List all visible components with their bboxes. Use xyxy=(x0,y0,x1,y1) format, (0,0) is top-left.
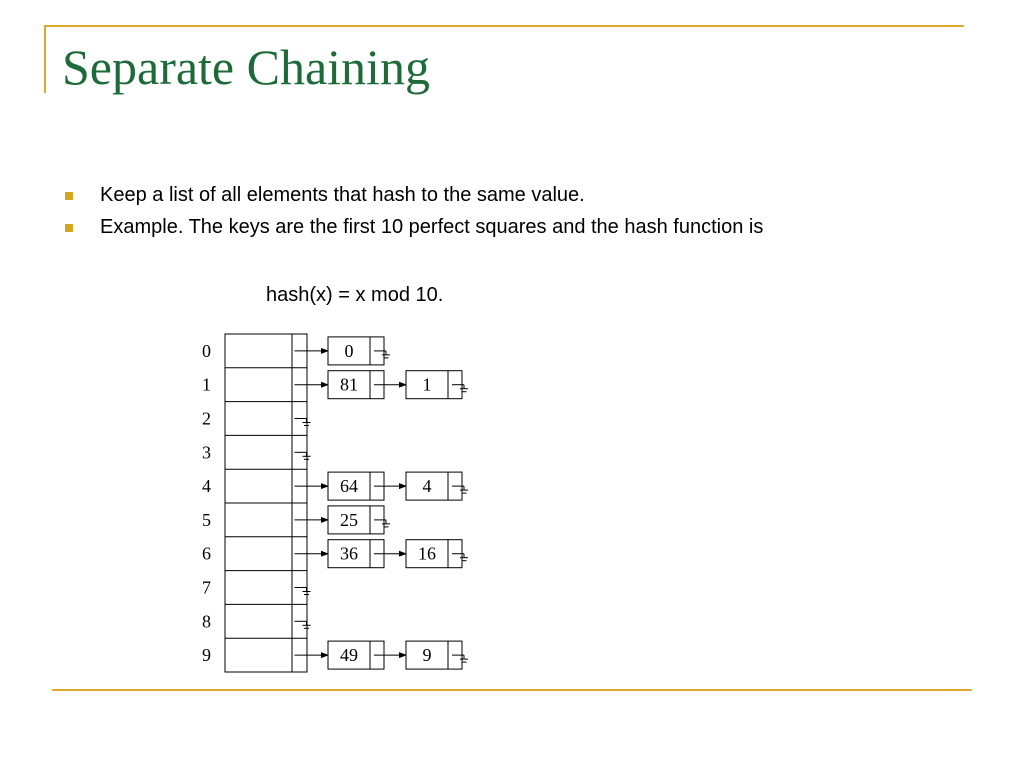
slide-title: Separate Chaining xyxy=(62,39,430,95)
null-pointer-icon xyxy=(452,485,468,494)
null-pointer-icon xyxy=(452,654,468,663)
chain-node: 64 xyxy=(327,471,385,501)
bucket-index-label: 5 xyxy=(202,510,211,530)
null-pointer-icon xyxy=(374,519,390,528)
hash-formula: hash(x) = x mod 10. xyxy=(266,284,444,306)
bullet-text: Example. The keys are the first 10 perfe… xyxy=(100,216,764,238)
null-pointer-icon xyxy=(294,620,311,629)
bullet-text: Keep a list of all elements that hash to… xyxy=(100,184,585,206)
bucket-index-label: 7 xyxy=(202,578,211,598)
chain-node-value: 0 xyxy=(345,341,354,361)
null-pointer-icon xyxy=(294,418,311,426)
null-pointer-icon xyxy=(452,384,468,393)
bucket-index-label: 6 xyxy=(202,544,211,564)
chain-node-value: 4 xyxy=(423,476,432,496)
chain-node: 36 xyxy=(327,539,385,569)
bucket-index-label: 9 xyxy=(202,645,211,665)
bucket-index-label: 8 xyxy=(202,611,211,631)
chain-node-value: 9 xyxy=(423,645,432,665)
square-bullet-icon xyxy=(65,224,73,232)
null-pointer-icon xyxy=(452,553,468,562)
bucket-index-label: 1 xyxy=(202,375,211,395)
bullet-list: Keep a list of all elements that hash to… xyxy=(62,183,782,247)
bucket-index-label: 4 xyxy=(202,476,211,496)
left-accent-rule xyxy=(44,25,46,93)
bottom-accent-rule xyxy=(52,689,972,691)
chain-node: 16 xyxy=(405,539,463,569)
chain-node-value: 36 xyxy=(340,544,358,564)
bucket-index-label: 0 xyxy=(202,341,211,361)
null-pointer-icon xyxy=(294,451,311,460)
chain-node-value: 81 xyxy=(340,375,358,395)
bullet-item: Keep a list of all elements that hash to… xyxy=(62,183,782,208)
null-pointer-icon xyxy=(374,350,390,359)
bullet-item: Example. The keys are the first 10 perfe… xyxy=(62,215,782,240)
top-accent-rule xyxy=(44,25,964,27)
chain-node-value: 25 xyxy=(340,510,358,530)
chain-node-value: 49 xyxy=(340,645,358,665)
chain-node-value: 64 xyxy=(340,476,358,496)
null-pointer-icon xyxy=(294,587,311,595)
chain-node-value: 1 xyxy=(423,375,432,395)
bucket-index-label: 3 xyxy=(202,442,211,462)
chain-node-value: 16 xyxy=(418,544,436,564)
square-bullet-icon xyxy=(65,192,73,200)
bucket-index-label: 2 xyxy=(202,409,211,429)
